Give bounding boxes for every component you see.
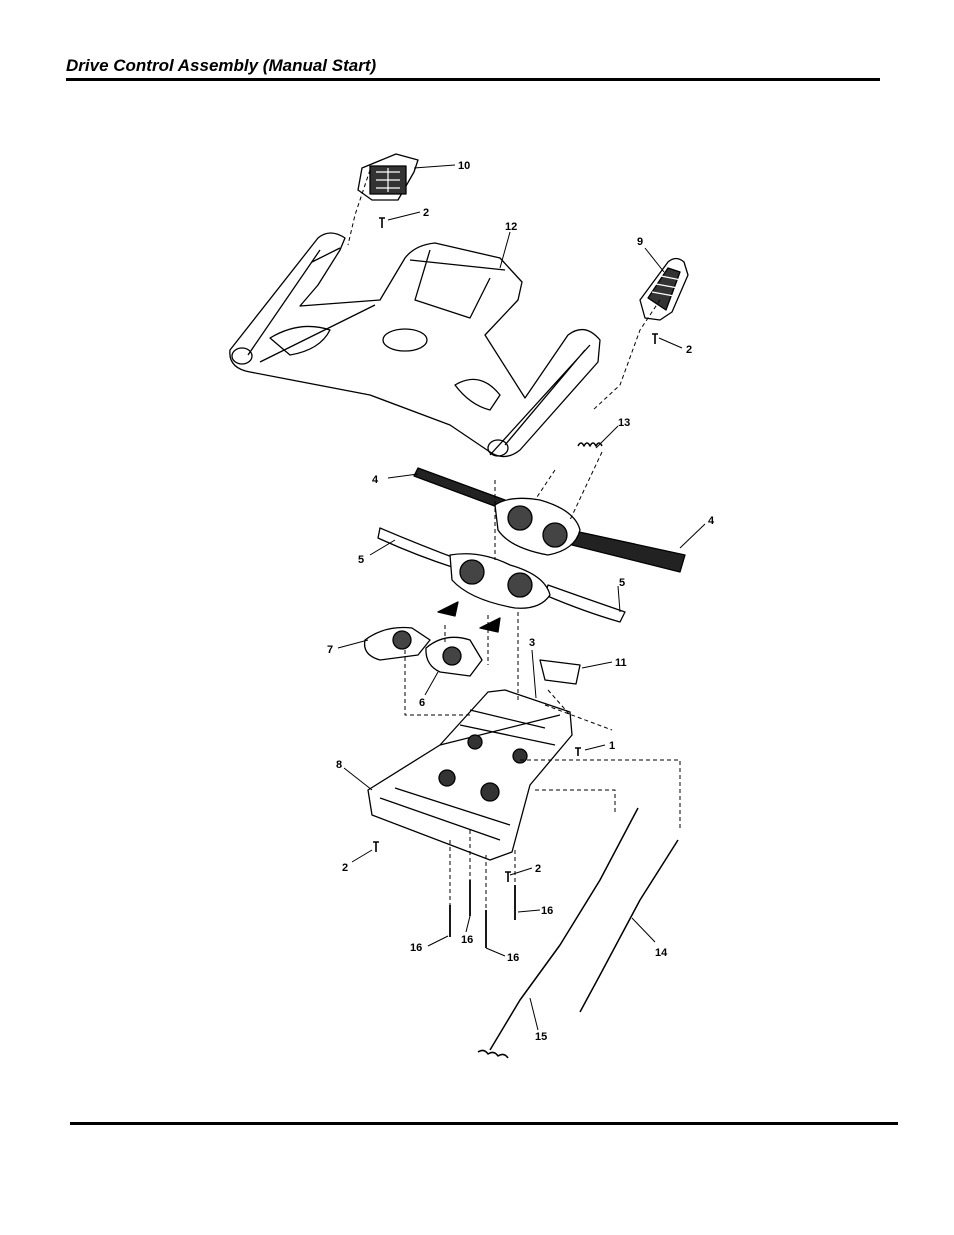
- callout-7: 7: [327, 644, 333, 656]
- callout-2-right: 2: [686, 344, 692, 356]
- callout-9: 9: [637, 236, 643, 248]
- callout-5-right: 5: [619, 577, 625, 589]
- dashboard-frame: [229, 232, 601, 458]
- callout-14: 14: [655, 947, 668, 959]
- cable-15-spring: [477, 1049, 509, 1059]
- callout-16-lower: 16: [507, 952, 519, 964]
- page-title: Drive Control Assembly (Manual Start): [66, 56, 377, 75]
- callout-11: 11: [615, 657, 627, 669]
- upper-drive-levers: [413, 467, 686, 573]
- grip-pad-left: [357, 153, 419, 201]
- callout-16-left: 16: [410, 942, 422, 954]
- callout-16-middle: 16: [461, 934, 473, 946]
- callout-1: 1: [609, 740, 615, 752]
- cam-6: [425, 636, 483, 677]
- callout-2-bottom: 2: [535, 863, 541, 875]
- lower-drive-levers: [377, 527, 626, 623]
- callout-12: 12: [505, 221, 517, 233]
- callout-2-left: 2: [342, 862, 348, 874]
- direction-arrow-left: [437, 601, 459, 617]
- screw-2-bottom: [505, 871, 511, 882]
- spring-13: [577, 442, 603, 447]
- screw-2-left: [373, 841, 379, 852]
- cover-11: [539, 659, 581, 685]
- callout-13: 13: [618, 417, 630, 429]
- callout-16-right: 16: [541, 905, 553, 917]
- callout-6: 6: [419, 697, 425, 709]
- cable-15: [489, 807, 639, 1051]
- header-rule: [66, 78, 880, 81]
- callout-4-right: 4: [708, 515, 715, 527]
- base-plate: [367, 689, 573, 861]
- callout-3: 3: [529, 637, 535, 649]
- screw-2-top: [379, 217, 385, 228]
- callout-15: 15: [535, 1031, 547, 1043]
- callout-4-left: 4: [372, 474, 379, 486]
- footer-rule: [70, 1122, 898, 1125]
- callout-8: 8: [336, 759, 342, 771]
- callout-10: 10: [458, 160, 470, 172]
- callout-2-top: 2: [423, 207, 429, 219]
- direction-arrow-right: [479, 617, 501, 633]
- screw-1: [575, 747, 581, 756]
- grip-pad-right: [639, 257, 689, 321]
- callout-5-left: 5: [358, 554, 364, 566]
- screw-2-right: [652, 333, 658, 344]
- cable-14: [579, 839, 679, 1013]
- cam-7: [363, 626, 431, 661]
